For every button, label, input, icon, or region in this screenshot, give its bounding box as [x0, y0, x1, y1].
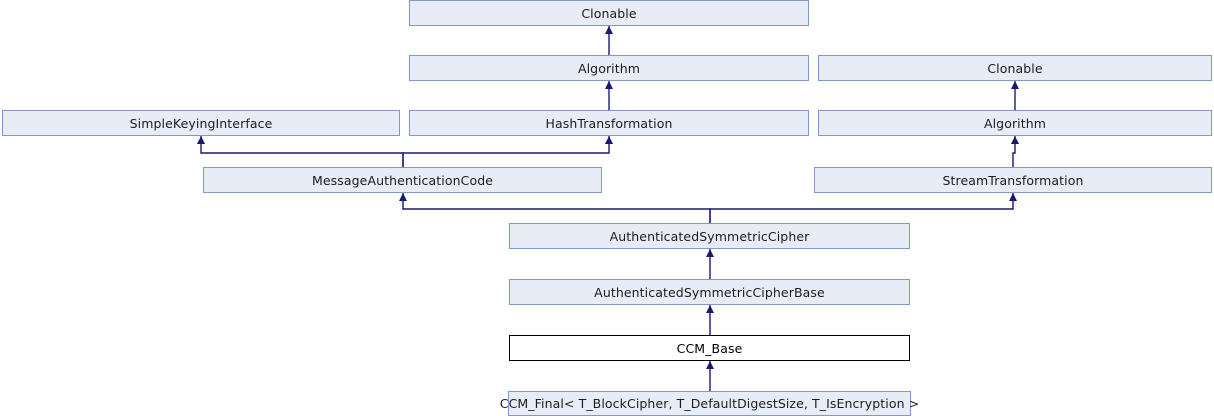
class-node-asc[interactable]: AuthenticatedSymmetricCipher [509, 223, 910, 249]
class-node-label: Clonable [987, 60, 1043, 76]
class-node-label: CCM_Final< T_BlockCipher, T_DefaultDiges… [499, 396, 920, 411]
edge-line [200, 136, 404, 167]
arrow-head-icon [1011, 136, 1019, 144]
arrow-head-icon [605, 81, 613, 89]
class-node-hash_transform[interactable]: HashTransformation [409, 110, 809, 136]
class-node-label: AuthenticatedSymmetricCipher [609, 228, 810, 244]
edge-line [1012, 136, 1016, 167]
class-node-label: Algorithm [983, 115, 1047, 131]
class-node-algorithm_right[interactable]: Algorithm [818, 110, 1212, 136]
arrow-head-icon [706, 249, 714, 257]
class-node-label: StreamTransformation [942, 172, 1084, 188]
class-node-label: AuthenticatedSymmetricCipherBase [594, 284, 825, 300]
class-node-clonable_right[interactable]: Clonable [818, 55, 1212, 81]
class-node-ccm_final[interactable]: CCM_Final< T_BlockCipher, T_DefaultDiges… [500, 391, 919, 416]
arrow-head-icon [1009, 193, 1017, 201]
arrow-head-icon [1011, 81, 1019, 89]
edge-line [402, 136, 610, 167]
arrow-head-icon [706, 361, 714, 369]
class-node-clonable_left[interactable]: Clonable [409, 0, 809, 26]
class-node-label: CCM_Base [676, 340, 743, 356]
class-node-algorithm_left[interactable]: Algorithm [409, 55, 809, 81]
arrow-head-icon [197, 136, 205, 144]
edge-line [709, 193, 1014, 223]
arrow-head-icon [605, 136, 613, 144]
class-node-label: Algorithm [577, 60, 641, 76]
class-node-simple_keying[interactable]: SimpleKeyingInterface [2, 110, 400, 136]
arrow-head-icon [706, 305, 714, 313]
arrow-head-icon [605, 26, 613, 34]
class-node-stream_transform[interactable]: StreamTransformation [814, 167, 1212, 193]
edge-line [402, 193, 711, 223]
class-node-mac[interactable]: MessageAuthenticationCode [203, 167, 602, 193]
class-node-asc_base[interactable]: AuthenticatedSymmetricCipherBase [509, 279, 910, 305]
arrow-head-icon [399, 193, 407, 201]
class-node-label: Clonable [581, 5, 637, 21]
class-node-label: HashTransformation [545, 115, 673, 131]
class-node-ccm_base[interactable]: CCM_Base [509, 335, 910, 361]
class-node-label: MessageAuthenticationCode [311, 172, 494, 188]
class-node-label: SimpleKeyingInterface [129, 115, 273, 131]
